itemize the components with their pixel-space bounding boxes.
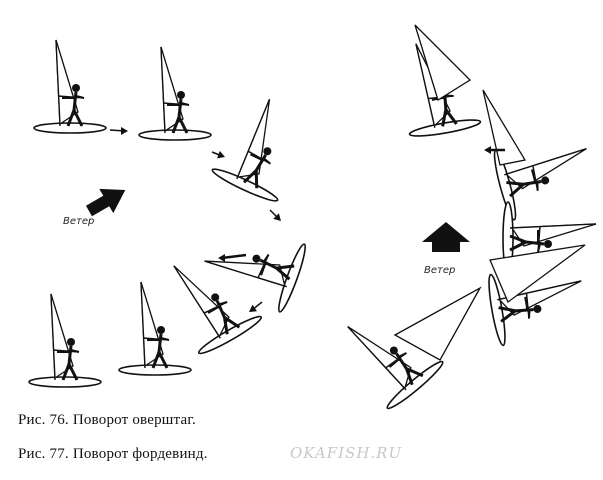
fig77-diagram bbox=[329, 24, 601, 414]
surfer-position-2 bbox=[137, 45, 213, 142]
caption-fig77: Рис. 77. Поворот фордевинд. bbox=[18, 446, 208, 462]
wind-arrow-right bbox=[422, 222, 470, 252]
surfer-position-6 bbox=[117, 280, 193, 377]
fig76-diagram bbox=[27, 38, 317, 389]
surfer-position-5 bbox=[153, 239, 266, 359]
wind-arrow-left bbox=[85, 188, 126, 217]
wind-label-left: Ветер bbox=[63, 216, 95, 227]
surfer-position-3 bbox=[208, 88, 317, 207]
surfer-position-1 bbox=[32, 38, 108, 135]
surfer-position-7 bbox=[27, 292, 103, 389]
caption-fig76: Рис. 76. Поворот оверштаг. bbox=[18, 412, 196, 428]
watermark-logo: OKAFISH.RU bbox=[290, 444, 403, 462]
wind-label-right: Ветер bbox=[424, 265, 456, 276]
